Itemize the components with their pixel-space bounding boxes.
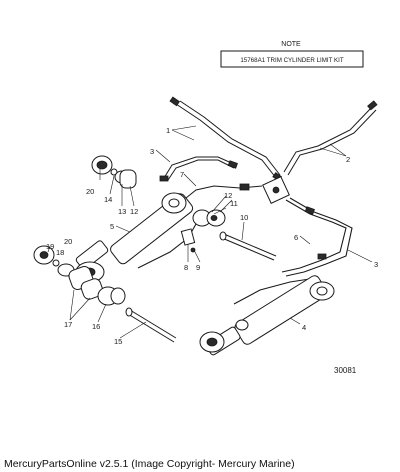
callout-4: 4	[302, 323, 306, 332]
callout-3-lower: 3	[374, 260, 378, 269]
callout-5: 5	[110, 222, 114, 231]
callout-13: 13	[118, 207, 126, 216]
note-frame	[220, 50, 364, 68]
trim-cylinder-lower	[199, 275, 335, 356]
hose-clamp-bracket	[180, 228, 196, 253]
hydraulic-tube-3-upper	[159, 156, 238, 182]
callout-1: 1	[166, 126, 170, 135]
callout-10: 10	[240, 213, 248, 222]
callout-16: 16	[92, 322, 100, 331]
callout-2: 2	[346, 155, 350, 164]
callout-19: 19	[46, 242, 54, 251]
callout-8: 8	[184, 263, 188, 272]
callout-9: 9	[196, 263, 200, 272]
callout-14: 14	[104, 195, 112, 204]
callout-20-lower: 20	[64, 237, 72, 246]
anchor-pin-hardware-upper	[91, 155, 137, 189]
copyright-footer: MercuryPartsOnline v2.5.1 (Image Copyrig…	[4, 458, 295, 470]
note-box: NOTE 15768A1 TRIM CYLINDER LIMIT KIT	[220, 41, 364, 68]
figure-number: 30081	[334, 366, 357, 375]
pivot-pin-10	[219, 231, 277, 261]
callout-12-left: 12	[130, 207, 138, 216]
note-text: 15768A1 TRIM CYLINDER LIMIT KIT	[240, 57, 343, 64]
bushings-16	[80, 278, 126, 306]
pivot-bushings-upper	[192, 209, 226, 227]
callout-17: 17	[64, 320, 72, 329]
hydraulic-tube-2	[283, 100, 378, 176]
manifold-block	[262, 176, 290, 204]
callout-18: 18	[56, 248, 64, 257]
note-title: NOTE	[281, 41, 301, 48]
exploded-parts-diagram: NOTE 15768A1 TRIM CYLINDER LIMIT KIT	[33, 41, 378, 375]
trim-cylinder-upper	[75, 192, 194, 283]
callout-3-upper: 3	[150, 147, 154, 156]
hydraulic-tube-1	[169, 96, 282, 182]
callout-7: 7	[180, 170, 184, 179]
callout-11: 11	[230, 199, 238, 208]
pivot-pin-15	[125, 307, 177, 343]
callouts: 1 2 3 3 4 5 6 7 8 9 10 11 12 12 13 14 15…	[46, 126, 378, 346]
leader-lines	[47, 125, 373, 339]
callout-20-upper: 20	[86, 187, 94, 196]
callout-6: 6	[294, 233, 298, 242]
hydraulic-tube-7	[185, 183, 263, 199]
callout-12-right: 12	[224, 191, 232, 200]
callout-15: 15	[114, 337, 122, 346]
hydraulic-tube-6	[281, 197, 353, 277]
